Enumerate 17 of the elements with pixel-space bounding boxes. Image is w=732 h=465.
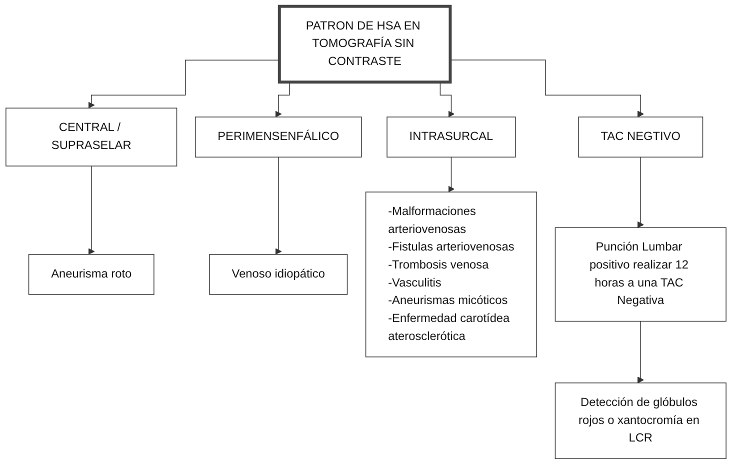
node-box: TAC NEGTIVO bbox=[578, 116, 704, 158]
node-box: -Malformaciones arteriovenosas -Fistulas arteriovenosas -Trombosis venosa -Vasculitis -Aneurismas micóticos -Enfermedad carotídea aterosclerótica bbox=[365, 192, 538, 358]
node-box: CENTRAL / SUPRASELAR bbox=[6, 108, 178, 166]
arrow bbox=[88, 60, 280, 108]
node-box: Aneurisma roto bbox=[28, 254, 154, 295]
node-box: PATRON DE HSA EN TOMOGRAFÍA SIN CONTRASTE bbox=[278, 4, 452, 84]
node-box: PERIMENSENFÁLICO bbox=[194, 116, 362, 158]
arrow bbox=[637, 320, 644, 384]
arrow bbox=[275, 156, 282, 255]
arrow bbox=[88, 166, 95, 255]
node-box: Venoso idiopático bbox=[209, 254, 348, 295]
node-box: Detección de glóbulos rojos o xantocromía en LCR bbox=[554, 382, 726, 460]
node-box: Punción Lumbar positivo realizar 12 horas a una TAC Negativa bbox=[554, 227, 726, 322]
node-box: INTRASURCAL bbox=[386, 116, 516, 158]
arrow bbox=[637, 156, 644, 228]
arrow bbox=[448, 156, 454, 192]
arrow bbox=[450, 60, 644, 118]
